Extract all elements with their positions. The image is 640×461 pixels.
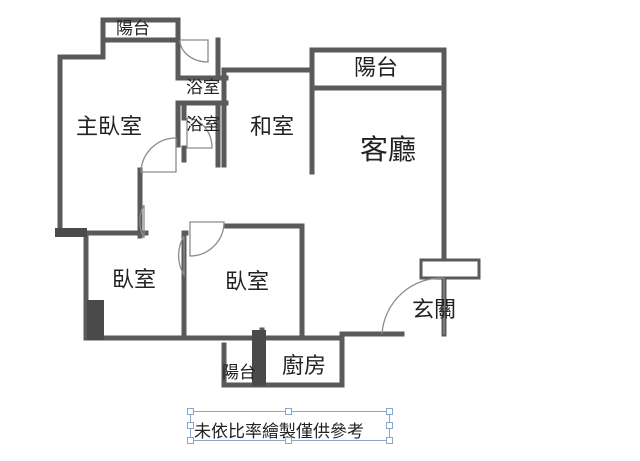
wall — [57, 54, 89, 236]
door-arc — [139, 204, 145, 239]
room-label-bedroom-2: 臥室 — [225, 270, 270, 295]
resize-handle[interactable] — [386, 437, 393, 444]
resize-handle[interactable] — [386, 408, 393, 415]
wall — [223, 223, 305, 339]
room-label-balcony-living: 陽台 — [354, 56, 399, 81]
wall-block — [87, 300, 104, 340]
room-label-master-bedroom: 主臥室 — [76, 115, 143, 140]
wall-block — [252, 330, 266, 386]
wall-block — [55, 228, 87, 237]
room-label-japanese-room: 和室 — [250, 115, 295, 140]
room-label-living-room: 客廳 — [360, 133, 417, 166]
resize-handle[interactable] — [386, 422, 393, 429]
wall — [309, 47, 447, 261]
room-label-entrance: 玄關 — [412, 298, 457, 323]
disclaimer-text: 未依比率繪製僅供參考 — [194, 422, 364, 442]
resize-handle[interactable] — [285, 408, 292, 415]
resize-handle[interactable] — [187, 422, 194, 429]
room-label-balcony-top-left: 陽台 — [116, 19, 150, 39]
wall — [100, 17, 181, 43]
room-label-bedroom-1: 臥室 — [112, 268, 157, 293]
wall — [57, 37, 181, 60]
room-label-bath-2: 浴室 — [186, 115, 220, 135]
room-label-kitchen: 廚房 — [282, 354, 327, 379]
door-arc — [177, 235, 185, 278]
resize-handle[interactable] — [285, 437, 292, 444]
resize-handle[interactable] — [187, 437, 194, 444]
door-arc — [140, 137, 177, 173]
door-arc — [381, 277, 445, 335]
disclaimer-textbox[interactable]: 未依比率繪製僅供參考 — [187, 408, 393, 444]
door-arc — [179, 39, 209, 63]
room-label-bath-1: 浴室 — [186, 78, 220, 98]
door-arc — [186, 117, 213, 149]
resize-handle[interactable] — [187, 408, 194, 415]
entrance-cabinet — [419, 258, 481, 280]
room-label-balcony-kitchen: 陽台 — [222, 363, 256, 383]
door-arc — [189, 221, 225, 257]
